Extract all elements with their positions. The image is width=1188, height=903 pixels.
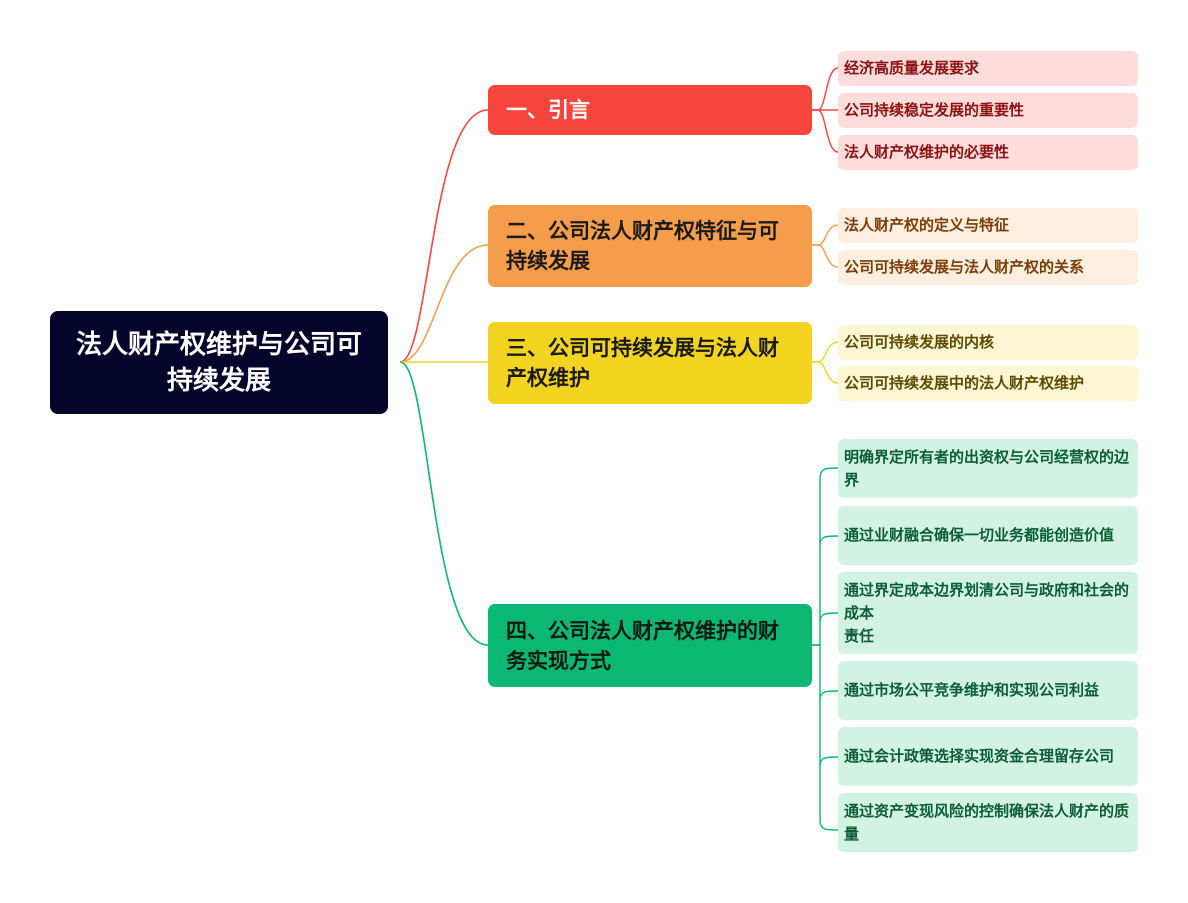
root-node[interactable]: 法人财产权维护与公司可持续发展 xyxy=(50,311,388,414)
links-branch-1 xyxy=(812,67,839,153)
link-root-branch-2 xyxy=(399,244,489,363)
leaf-label: 公司可持续发展的内核 xyxy=(844,333,995,351)
leaf-label: 通过市场公平竞争维护和实现公司利益 xyxy=(844,681,1100,699)
leaf-node[interactable]: 法人财产权维护的必要性 xyxy=(838,135,1138,170)
leaf-label: 明确界定所有者的出资权与公司经营权的边界 xyxy=(844,447,1130,489)
leaf-node[interactable]: 公司可持续发展中的法人财产权维护 xyxy=(838,366,1138,401)
branch-label: 四、公司法人财产权维护的财务实现方式 xyxy=(506,618,779,673)
leaf-label: 公司可持续发展中的法人财产权维护 xyxy=(844,374,1085,392)
leaf-node[interactable]: 公司持续稳定发展的重要性 xyxy=(838,93,1138,128)
leaf-node[interactable]: 公司可持续发展与法人财产权的关系 xyxy=(838,250,1138,285)
leaf-label: 通过会计政策选择实现资金合理留存公司 xyxy=(844,747,1115,765)
links-branch-4 xyxy=(812,467,839,831)
branch-label: 二、公司法人财产权特征与可持续发展 xyxy=(506,219,779,273)
leaf-label: 法人财产权维护的必要性 xyxy=(844,143,1010,161)
leaf-node[interactable]: 明确界定所有者的出资权与公司经营权的边界 xyxy=(838,439,1138,498)
links-branch-3 xyxy=(812,341,839,384)
branch-label: 一、引言 xyxy=(506,98,590,122)
leaf-label: 法人财产权的定义与特征 xyxy=(844,216,1010,234)
branch-property-rights-features[interactable]: 二、公司法人财产权特征与可持续发展 xyxy=(488,205,812,287)
leaf-label: 通过界定成本边界划清公司与政府和社会的成本 xyxy=(844,580,1130,622)
leaf-label: 公司可持续发展与法人财产权的关系 xyxy=(844,258,1085,276)
leaf-node[interactable]: 通过市场公平竞争维护和实现公司利益 xyxy=(838,661,1138,720)
link-root-branch-4 xyxy=(399,361,489,646)
leaf-label: 公司持续稳定发展的重要性 xyxy=(844,101,1025,119)
leaf-node[interactable]: 通过界定成本边界划清公司与政府和社会的成本 责任 xyxy=(838,572,1138,654)
leaf-label: 经济高质量发展要求 xyxy=(844,59,980,77)
leaf-label: 通过资产变现风险的控制确保法人财产的质量 xyxy=(844,801,1130,843)
leaf-label-continued: 责任 xyxy=(844,626,875,645)
branch-sustainable-development[interactable]: 三、公司可持续发展与法人财产权维护 xyxy=(488,322,812,404)
leaf-node[interactable]: 通过业财融合确保一切业务都能创造价值 xyxy=(838,506,1138,565)
leaf-node[interactable]: 公司可持续发展的内核 xyxy=(838,325,1138,360)
branch-label: 三、公司可持续发展与法人财产权维护 xyxy=(506,336,779,390)
root-title: 法人财产权维护与公司可持续发展 xyxy=(75,329,362,396)
leaf-node[interactable]: 通过会计政策选择实现资金合理留存公司 xyxy=(838,727,1138,786)
links-branch-2 xyxy=(812,224,839,268)
leaf-node[interactable]: 经济高质量发展要求 xyxy=(838,51,1138,86)
branch-introduction[interactable]: 一、引言 xyxy=(488,85,812,135)
branch-financial-implementation[interactable]: 四、公司法人财产权维护的财务实现方式 xyxy=(488,604,812,687)
leaf-label: 通过业财融合确保一切业务都能创造价值 xyxy=(844,526,1115,544)
leaf-node[interactable]: 法人财产权的定义与特征 xyxy=(838,208,1138,243)
link-root-branch-1 xyxy=(399,109,489,363)
leaf-node[interactable]: 通过资产变现风险的控制确保法人财产的质量 xyxy=(838,793,1138,852)
